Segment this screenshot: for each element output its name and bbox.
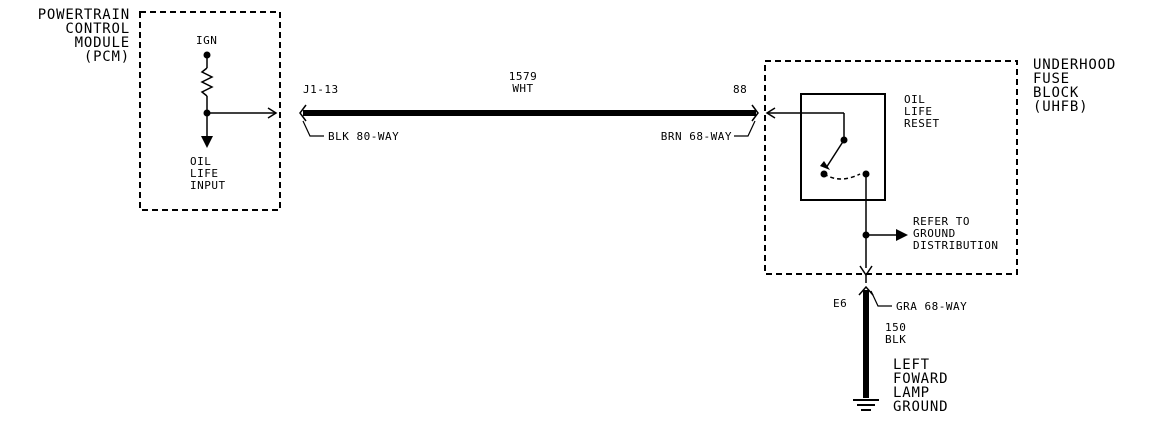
uhfb-connector-leader [734,120,756,137]
pcm-module-box [139,11,281,211]
switch-label-line: RESET [904,117,940,130]
ground-label-line: LAMP [893,385,930,401]
oil-life-reset-switch-box [800,93,886,201]
input-label-line: LIFE [190,167,219,180]
refer-arrow-icon [896,229,908,241]
pcm-connector-leader [302,120,324,137]
switch-blade [825,139,845,169]
pcm-pin-label: J1-13 [303,83,339,96]
uhfb-title: UNDERHOOD FUSE BLOCK (UHFB) [1033,58,1116,114]
input-arrow-icon [201,136,213,148]
ground-location-label: LEFT FOWARD LAMP GROUND [893,358,948,414]
switch-label-line: OIL [904,93,926,106]
pcm-title-line: (PCM) [83,49,130,65]
oil-life-input-label: OIL LIFE INPUT [190,156,226,192]
pcm-title-line: POWERTRAIN [37,7,130,23]
refer-ground-label: REFER TO GROUND DISTRIBUTION [913,216,998,252]
uhfb-pin-label: 88 [733,83,748,96]
wire-color: WHT [512,82,534,95]
pcm-output-arrow-icon [267,107,278,119]
ground-label-line: GROUND [893,399,949,415]
wire-150-label: 150 BLK [885,322,906,346]
pcm-connector-label: BLK 80-WAY [328,130,400,143]
refer-label-line: REFER TO [913,215,970,228]
input-label-line: INPUT [190,179,226,192]
pcm-connector-chevron [299,104,307,122]
wire-1579-label: 1579 WHT [498,71,548,95]
switch-blade-arrow-icon [820,161,830,170]
uhfb-connector-label: BRN 68-WAY [660,130,732,143]
wire-circuit-number: 1579 [508,70,538,83]
ground-label-line: FOWARD [893,371,949,387]
input-label-line: OIL [190,155,212,168]
pull-up-resistor [200,67,214,97]
ground-pin-label: E6 [833,297,848,310]
switch-ground-path [823,173,861,180]
uhfb-box [764,60,1018,275]
pcm-title-line: MODULE [74,35,130,51]
uhfb-title-line: UNDERHOOD [1033,57,1117,73]
wire-circuit-number: 150 [885,321,907,334]
refer-label-line: DISTRIBUTION [913,239,999,252]
refer-label-line: GROUND [913,227,956,240]
uhfb-title-line: FUSE [1033,71,1070,87]
ground-connector-chevron [858,285,874,296]
uhfb-title-line: (UHFB) [1033,99,1089,115]
ground-connector-leader [870,290,892,307]
switch-label-line: LIFE [904,105,933,118]
pcm-title: POWERTRAIN CONTROL MODULE (PCM) [6,8,130,64]
wire-color: BLK [885,333,907,346]
ign-label: IGN [196,34,218,47]
ground-label-line: LEFT [893,357,930,373]
uhfb-title-line: BLOCK [1033,85,1080,101]
oil-life-reset-label: OIL LIFE RESET [904,94,940,130]
uhfb-connector-chevron [751,104,759,122]
ground-connector-label: GRA 68-WAY [896,300,968,313]
pcm-title-line: CONTROL [65,21,130,37]
